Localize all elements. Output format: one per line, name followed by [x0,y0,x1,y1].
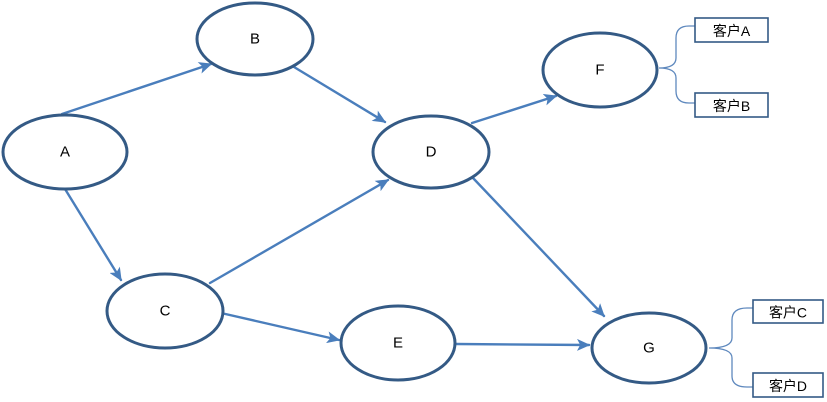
customer-box-1: 客户A [694,17,769,43]
node-C-label: C [160,303,171,320]
customer-box-rect [752,299,824,324]
node-C: C [105,272,225,350]
edge-D-to-G [471,176,606,318]
node-E: E [339,304,457,382]
customer-boxes-layer: 客户A 客户B 客户C 客户D [694,17,824,398]
node-A: A [1,113,129,191]
customer-box-rect [694,17,769,43]
edge-D-to-F [470,93,558,125]
edge-C-to-D [208,178,390,285]
edges-layer [60,62,606,351]
node-G-ellipse [590,311,708,385]
edge-E-to-G [454,338,591,351]
node-F: F [541,31,659,109]
node-D-ellipse [371,114,491,190]
edge-A-to-B [60,62,213,116]
edge-A-to-C [63,187,123,282]
customer-box-label: 客户D [769,378,807,394]
customer-box-label: 客户A [713,23,751,39]
customer-box-label: 客户C [769,305,807,321]
node-D: D [371,114,491,190]
brace-G [708,307,753,388]
customer-box-rect [694,92,769,118]
customer-box-3: 客户C [752,299,824,324]
node-G-label: G [643,340,655,357]
nodes-layer: A B C D E F G [1,1,708,385]
edge-B-to-D [292,65,387,124]
node-A-ellipse [1,113,129,191]
node-C-ellipse [105,272,225,350]
customer-box-2: 客户B [694,92,769,118]
braces-layer [658,25,753,388]
node-A-label: A [60,144,70,161]
brace-F [658,25,695,104]
customer-box-label: 客户B [713,98,750,114]
node-B-ellipse [195,1,315,77]
node-F-label: F [595,62,604,79]
node-D-label: D [426,144,437,161]
node-B: B [195,1,315,77]
node-E-ellipse [339,304,457,382]
node-F-ellipse [541,31,659,109]
customer-box-4: 客户D [752,372,824,398]
customer-box-rect [752,372,824,398]
node-G: G [590,311,708,385]
edge-C-to-E [219,311,341,344]
node-E-label: E [393,335,403,352]
node-B-label: B [250,31,260,48]
